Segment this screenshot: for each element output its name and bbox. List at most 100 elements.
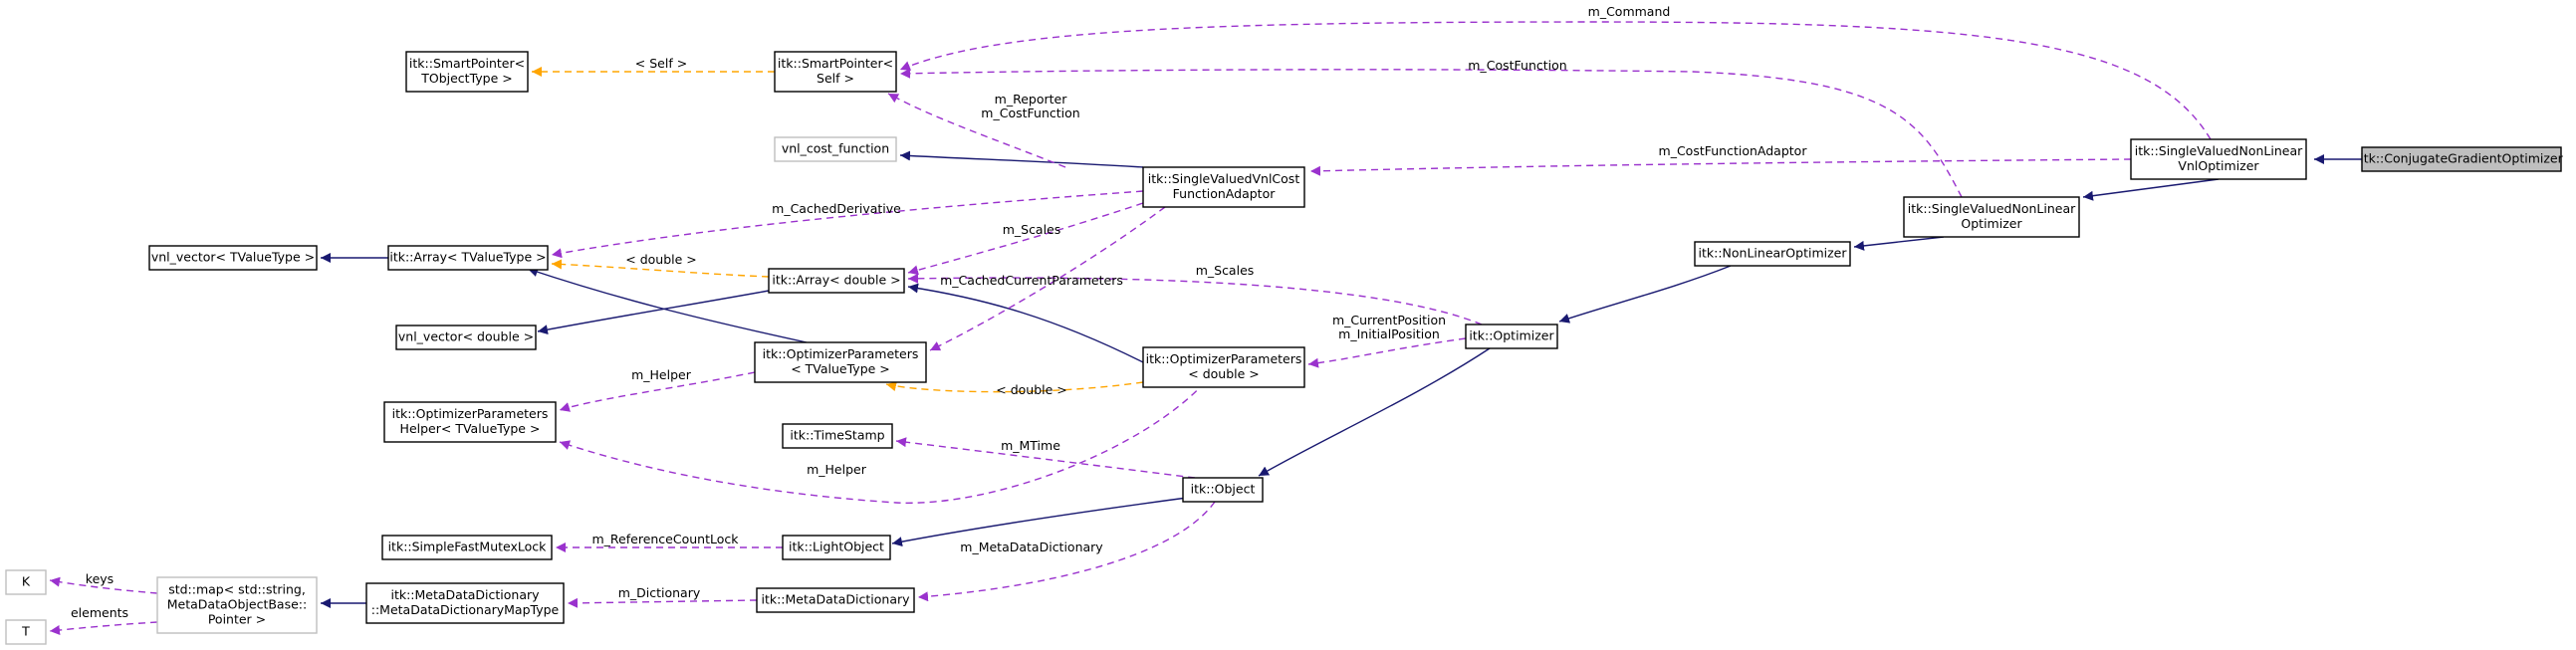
class-node-box — [782, 423, 893, 449]
class-node-conjugate[interactable]: itk::ConjugateGradientOptimizer — [2360, 146, 2564, 172]
class-node-label: itk::Optimizer — [1469, 328, 1554, 343]
class-node-box — [1142, 346, 1305, 388]
class-node-object[interactable]: itk::Object — [1182, 477, 1264, 503]
edge-label-m-command: m_Command — [1588, 4, 1671, 19]
class-node-mutexlock[interactable]: itk::SimpleFastMutexLock — [381, 535, 553, 560]
usage-edge-18 — [907, 273, 1483, 325]
class-node-optparams-double[interactable]: itk::OptimizerParameters< double > — [1142, 346, 1305, 388]
usage-edge-15 — [1309, 158, 2132, 176]
class-node-K[interactable]: K — [5, 569, 47, 595]
class-node-box — [395, 325, 537, 350]
class-node-vnlvec-double[interactable]: vnl_vector< double > — [395, 325, 537, 350]
class-node-smartptr-self[interactable]: itk::SmartPointer<Self > — [774, 51, 897, 93]
class-node-metadictmap[interactable]: itk::MetaDataDictionary::MetaDataDiction… — [365, 582, 565, 624]
class-node-box — [387, 245, 549, 271]
class-node-box — [2361, 146, 2562, 172]
class-node-box — [754, 341, 927, 383]
class-node-vnl-cost[interactable]: vnl_cost_function — [774, 136, 897, 162]
class-node-label: VnlOptimizer — [2178, 158, 2259, 173]
edge-label-m-scales2: m_Scales — [1196, 263, 1255, 278]
class-node-label: itk::SingleValuedNonLinear — [1908, 201, 2076, 216]
class-node-optparams-t[interactable]: itk::OptimizerParameters< TValueType > — [754, 341, 927, 383]
edge-label-refcount: m_ReferenceCountLock — [592, 532, 740, 546]
class-node-array-double[interactable]: itk::Array< double > — [768, 268, 905, 294]
class-node-box — [365, 582, 565, 624]
class-node-box — [756, 587, 915, 613]
usage-edge-25 — [917, 501, 1216, 602]
class-node-box — [2130, 138, 2307, 180]
edge-label-double-tpl1: < double > — [625, 252, 697, 267]
class-node-label: itk::SmartPointer< — [778, 56, 893, 71]
edge-label-elements: elements — [71, 605, 128, 620]
inheritance-edge-9 — [537, 290, 770, 335]
usage-edge-21 — [559, 371, 756, 412]
class-node-smartptr-t[interactable]: itk::SmartPointer<TObjectType > — [405, 51, 529, 93]
class-node-label: vnl_vector< TValueType > — [151, 250, 315, 265]
class-node-array-t[interactable]: itk::Array< TValueType > — [387, 245, 549, 271]
inheritance-edge-2 — [1853, 236, 1945, 251]
usage-edge-23 — [559, 381, 1206, 504]
edge-label-cached-params: m_CachedCurrentParameters — [940, 273, 1123, 288]
class-node-box — [156, 576, 318, 634]
class-node-label: < TValueType > — [791, 361, 890, 376]
class-node-metadict[interactable]: itk::MetaDataDictionary — [756, 587, 915, 613]
class-node-box — [774, 51, 897, 93]
class-node-box — [1182, 477, 1264, 503]
usage-edge-17 — [907, 202, 1144, 276]
usage-edge-20 — [1307, 337, 1467, 368]
edge-label-helper-use1: m_Helper — [631, 367, 692, 382]
class-node-label: K — [22, 574, 31, 589]
class-node-box — [1465, 324, 1558, 349]
edge-label-m-costfunction: m_CostFunction — [1468, 58, 1566, 73]
class-node-box — [148, 245, 318, 271]
class-node-timestamp[interactable]: itk::TimeStamp — [782, 423, 893, 449]
class-node-label: itk::Array< TValueType > — [389, 250, 546, 265]
class-node-label: Helper< TValueType > — [400, 421, 541, 436]
edge-label-cached-derivative: m_CachedDerivative — [772, 201, 901, 216]
class-node-label: FunctionAdaptor — [1173, 186, 1277, 201]
class-node-box — [1903, 196, 2080, 238]
class-node-label: Pointer > — [208, 612, 266, 627]
class-node-label: Optimizer — [1961, 216, 2022, 231]
inheritance-edge-6 — [899, 150, 1144, 168]
class-node-box — [381, 535, 553, 560]
class-node-label: T — [21, 624, 30, 639]
class-node-label: < double > — [1188, 366, 1260, 381]
class-node-label: itk::LightObject — [789, 540, 884, 554]
class-node-optimizer[interactable]: itk::Optimizer — [1465, 324, 1558, 349]
class-node-nonlinear[interactable]: itk::NonLinearOptimizer — [1694, 241, 1851, 267]
edge-label-double-tpl2: < double > — [996, 382, 1067, 397]
edge-label-dictionary: m_Dictionary — [618, 585, 701, 600]
class-node-label: itk::MetaDataDictionary — [761, 592, 910, 607]
usage-edge-14 — [887, 93, 1066, 168]
class-node-label: vnl_cost_function — [782, 141, 889, 156]
class-node-label: ::MetaDataDictionaryMapType — [371, 602, 560, 617]
edge-label-metadata: m_MetaDataDictionary — [960, 540, 1103, 554]
class-node-T[interactable]: T — [5, 619, 47, 645]
class-node-box — [5, 619, 47, 645]
class-node-label: MetaDataObjectBase:: — [167, 597, 307, 612]
edge-label-self-tpl: < Self > — [635, 56, 687, 71]
class-node-lightobject[interactable]: itk::LightObject — [782, 535, 891, 560]
usage-edge-13 — [899, 68, 1963, 198]
template-edge-31 — [885, 381, 1144, 393]
edge-label-helper-use2: m_Helper — [807, 462, 867, 477]
class-node-label: itk::SimpleFastMutexLock — [388, 540, 548, 554]
inheritance-edge-3 — [1558, 265, 1732, 324]
usage-edge-12 — [899, 21, 2212, 140]
template-edge-30 — [551, 259, 770, 278]
class-node-box — [774, 136, 897, 162]
edge-label-m-scales1: m_Scales — [1003, 222, 1061, 237]
class-node-label: itk::MetaDataDictionary — [390, 587, 540, 602]
edge-label-keys: keys — [86, 571, 114, 586]
class-node-vnlvec-t[interactable]: vnl_vector< TValueType > — [148, 245, 318, 271]
usage-edge-28 — [49, 621, 158, 635]
usage-edge-26 — [567, 597, 758, 608]
class-node-label: itk::ConjugateGradientOptimizer — [2360, 151, 2563, 166]
class-node-stdmap[interactable]: std::map< std::string,MetaDataObjectBase… — [156, 576, 318, 634]
class-node-label: itk::OptimizerParameters — [763, 346, 919, 361]
